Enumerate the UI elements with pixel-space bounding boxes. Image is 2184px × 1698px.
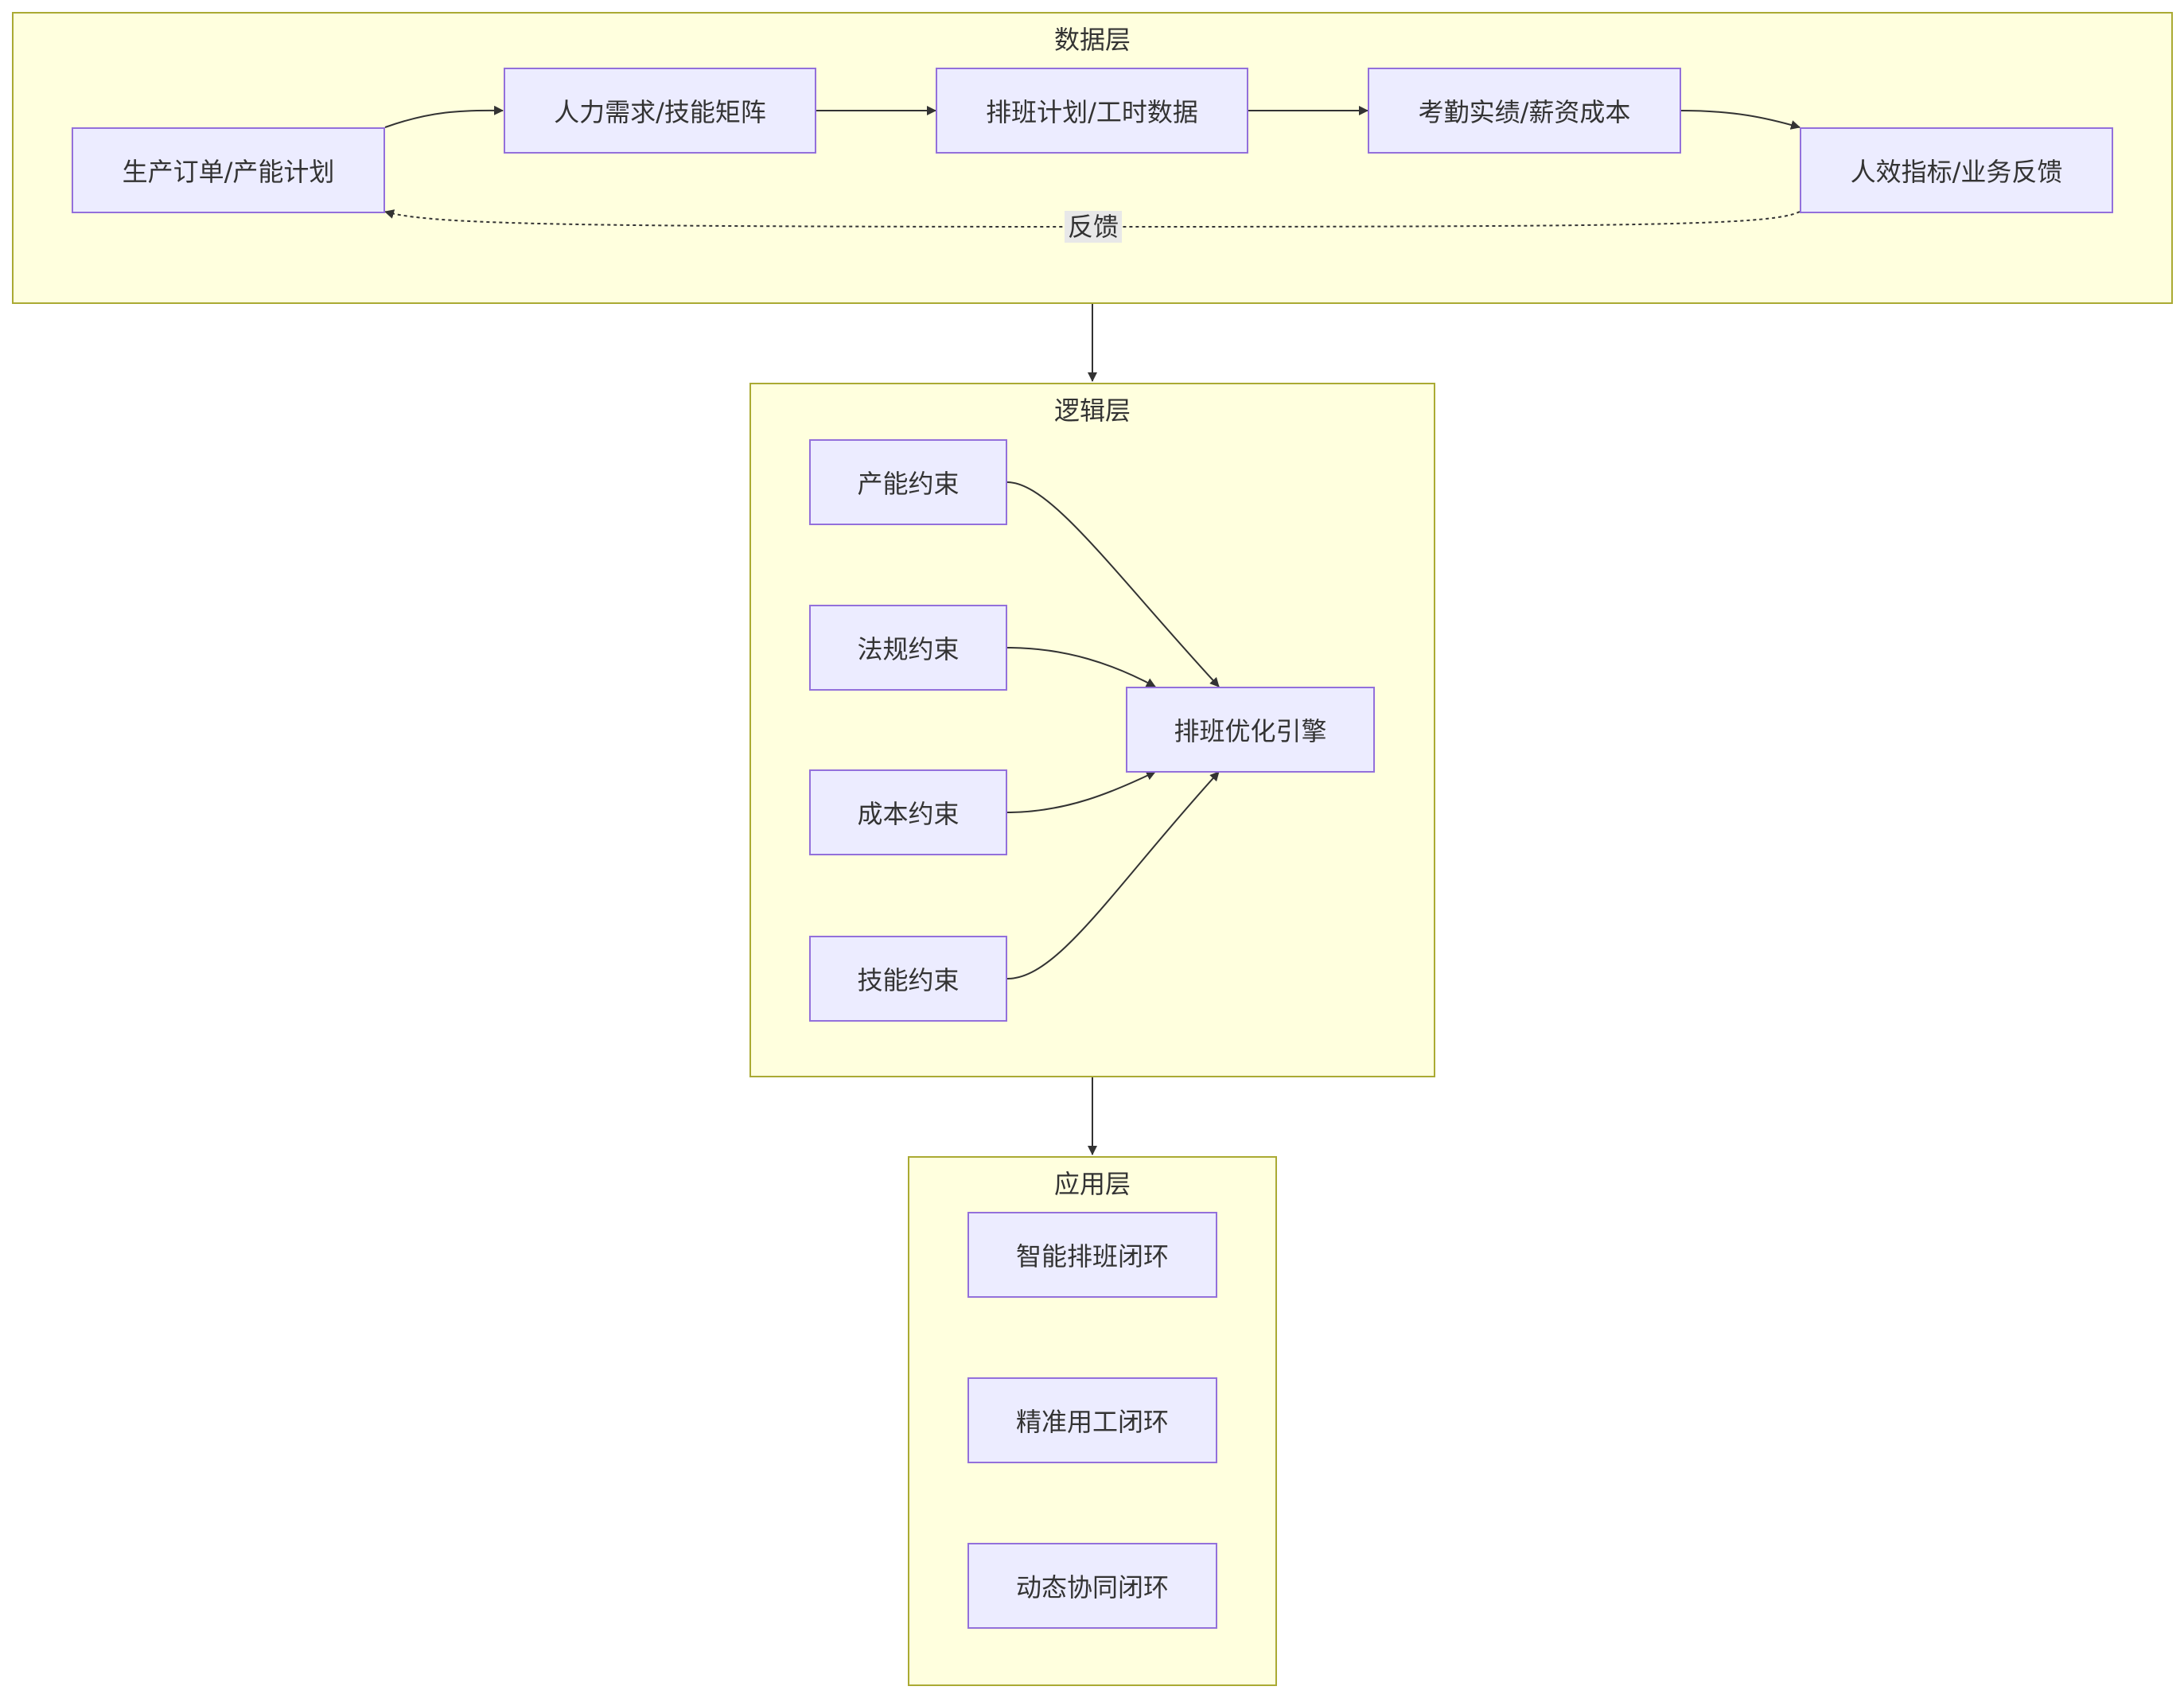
node-schedule-optimization-engine: 排班优化引擎	[1126, 687, 1375, 773]
node-production-order: 生产订单/产能计划	[72, 127, 385, 213]
edge-regulation-to-engine	[1006, 647, 1156, 687]
edge-cost-to-engine	[1006, 771, 1156, 813]
edge-order-to-demand	[384, 105, 504, 128]
edge-skill-to-engine	[1006, 771, 1220, 979]
node-capacity-constraint: 产能约束	[809, 439, 1007, 525]
logic-layer-title: 逻辑层	[1053, 395, 1131, 426]
node-efficiency-feedback: 人效指标/业务反馈	[1800, 127, 2113, 213]
node-workforce-demand: 人力需求/技能矩阵	[504, 68, 816, 154]
edge-capacity-to-engine	[1006, 481, 1220, 687]
node-skill-constraint: 技能约束	[809, 936, 1007, 1022]
node-schedule-plan: 排班计划/工时数据	[936, 68, 1248, 154]
node-precise-staffing-loop: 精准用工闭环	[967, 1377, 1217, 1463]
node-cost-constraint: 成本约束	[809, 769, 1007, 855]
node-smart-scheduling-loop: 智能排班闭环	[967, 1212, 1217, 1298]
node-attendance-cost: 考勤实绩/薪资成本	[1368, 68, 1681, 154]
data-layer-title: 数据层	[1053, 25, 1131, 55]
node-dynamic-collaboration-loop: 动态协同闭环	[967, 1543, 1217, 1629]
edge-attendance-to-metrics	[1680, 110, 1801, 130]
node-regulation-constraint: 法规约束	[809, 605, 1007, 691]
application-layer-title: 应用层	[1053, 1169, 1131, 1199]
feedback-edge-label: 反馈	[1065, 211, 1123, 243]
